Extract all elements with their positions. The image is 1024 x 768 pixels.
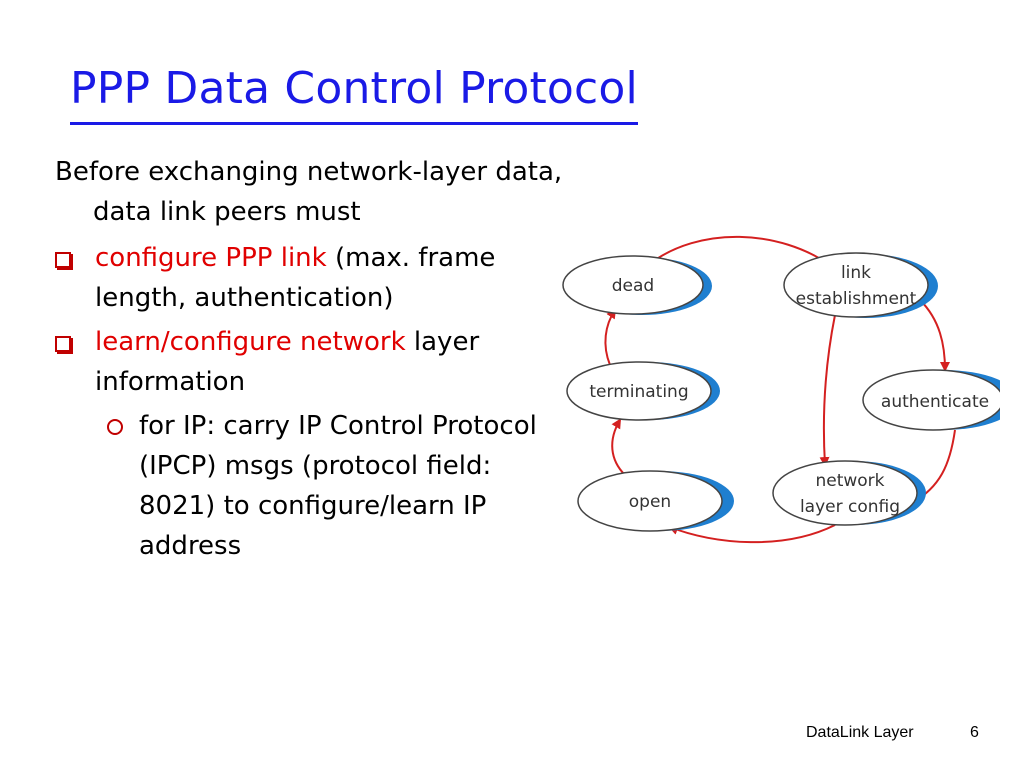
node-label: establishment (796, 289, 917, 309)
arrow-link-to-network (819, 314, 836, 467)
arrow-network-to-open (668, 524, 836, 544)
square-bullet-icon (55, 252, 71, 268)
state-open: open (577, 470, 734, 532)
circle-bullet-icon (107, 419, 123, 435)
ppp-state-diagram: dead link establishment terminating auth… (562, 235, 1000, 544)
state-terminating: terminating (566, 361, 720, 421)
node-label: network (815, 471, 884, 491)
slide-title: PPP Data Control Protocol (70, 56, 638, 125)
bullet-highlight: learn/configure network (95, 327, 406, 357)
page-number: 6 (970, 724, 979, 741)
subbullet-ipcp: for IP: carry IP Control Protocol (IPCP)… (55, 406, 575, 566)
state-dead: dead (562, 255, 712, 315)
bullet-rest: layer information (95, 327, 480, 397)
state-transitions (604, 235, 956, 544)
slide-body: Before exchanging network-layer data, da… (55, 152, 575, 566)
arrow-terminating-to-dead (604, 308, 617, 366)
node-label: open (629, 492, 671, 512)
bullet-configure-link: configure PPP link (max. frame length, a… (55, 238, 575, 318)
node-label: dead (612, 276, 654, 296)
arrow-link-to-authenticate (919, 299, 950, 372)
bullet-learn-network: learn/configure network layer informatio… (55, 322, 575, 402)
state-link-establishment: link establishment (783, 252, 938, 318)
arrow-dead-to-link (647, 235, 832, 267)
node-label: terminating (589, 382, 688, 402)
bullet-highlight: configure PPP link (95, 243, 327, 273)
subbullet-text: for IP: carry IP Control Protocol (IPCP)… (139, 411, 537, 561)
state-authenticate: authenticate (862, 369, 1000, 431)
arrow-open-to-terminating (611, 418, 626, 476)
bullet-rest: (max. frame length, authentication) (95, 243, 496, 313)
node-label: layer config (800, 497, 900, 517)
intro-paragraph: Before exchanging network-layer data, da… (55, 157, 563, 227)
node-label: link (841, 263, 871, 283)
node-label: authenticate (881, 392, 989, 412)
footer-label: DataLink Layer (806, 724, 914, 741)
square-bullet-icon (55, 336, 71, 352)
state-network-layer-config: network layer config (772, 460, 926, 526)
